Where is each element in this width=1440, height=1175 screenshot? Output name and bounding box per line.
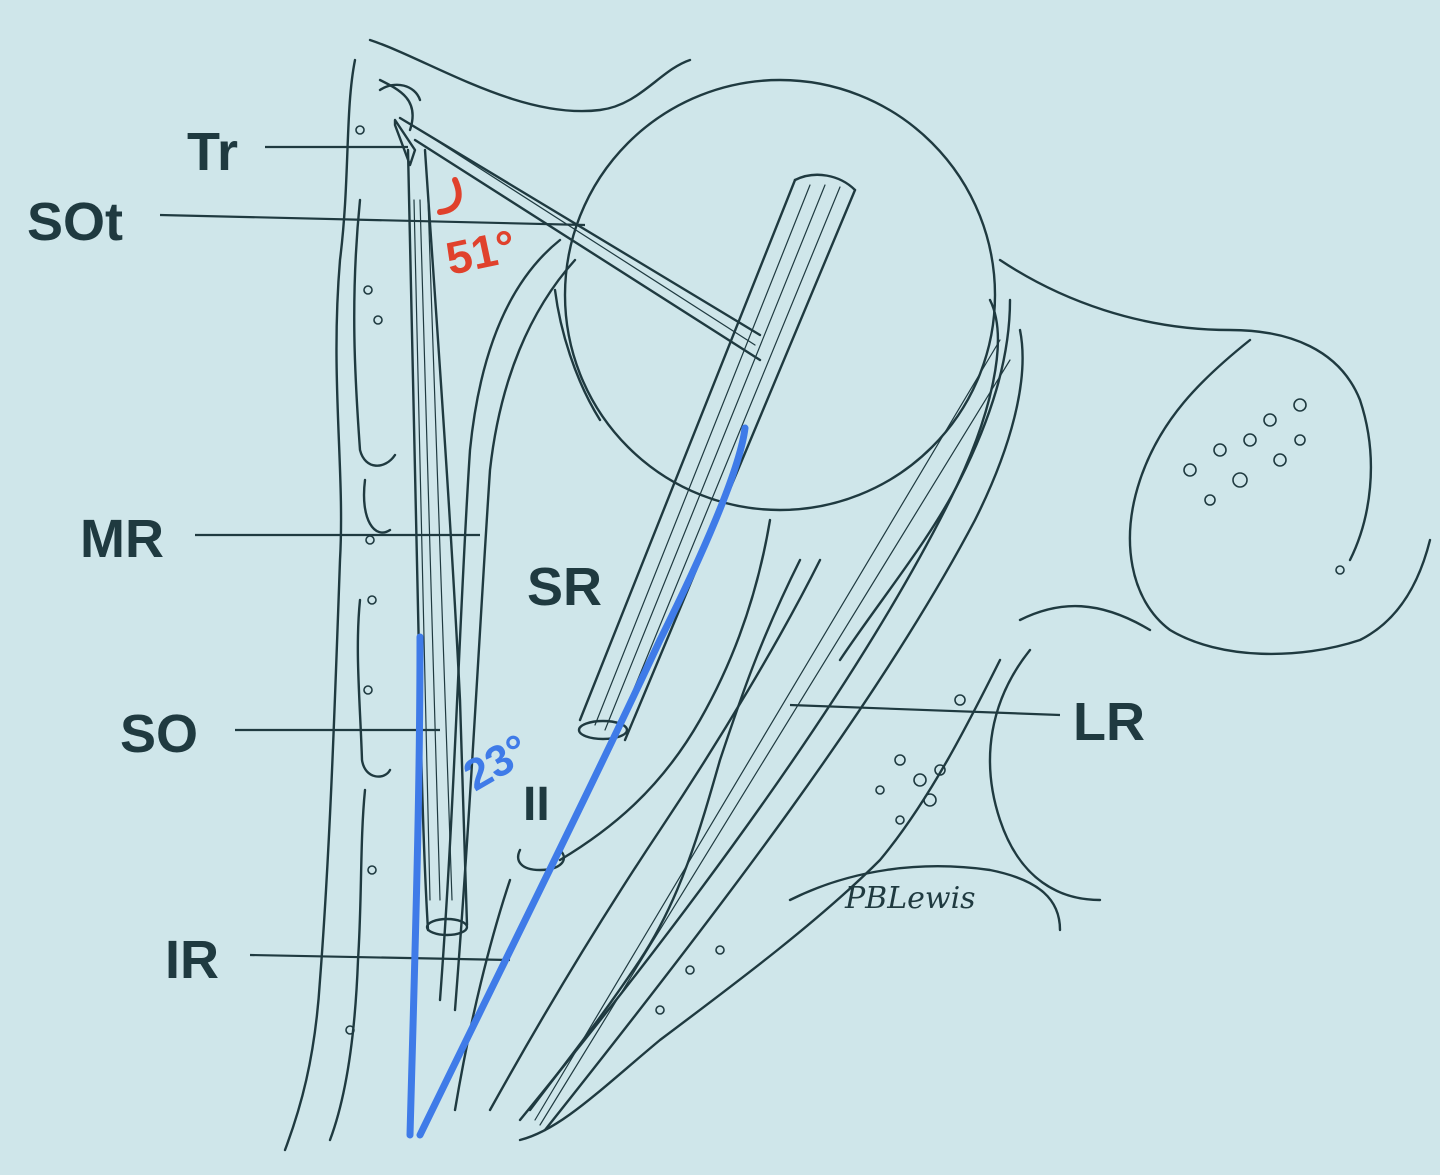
lateral-rectus-muscle [488, 298, 1024, 1132]
leader-sot [159, 213, 586, 227]
artist-signature: PBLewis [844, 881, 976, 916]
blue-line-right [416, 424, 749, 1139]
label-so: SO [120, 704, 198, 764]
label-tr: Tr [187, 122, 238, 182]
structure-labels: Tr SOt MR SR SO IR LR II [27, 122, 1145, 990]
blue-line-left [406, 633, 424, 1139]
red-angle-annotation: 51° [437, 177, 520, 285]
label-ii: II [523, 778, 550, 831]
medial-rectus-muscle [438, 238, 577, 1012]
label-sot: SOt [27, 192, 123, 252]
eye-globe [553, 78, 997, 512]
label-mr: MR [80, 509, 164, 569]
trochlea-and-tendon [378, 83, 762, 362]
red-angle-arc [437, 177, 462, 215]
optic-nerve [453, 518, 772, 1112]
label-lr: LR [1073, 692, 1145, 752]
leader-lr [789, 703, 1061, 717]
label-sr: SR [527, 557, 602, 617]
red-angle-label: 51° [441, 219, 520, 284]
superior-oblique-muscle [406, 148, 469, 937]
leader-ir [249, 953, 511, 962]
label-ir: IR [165, 930, 219, 990]
leader-lines [159, 145, 1061, 962]
superior-rectus-muscle [577, 173, 857, 742]
